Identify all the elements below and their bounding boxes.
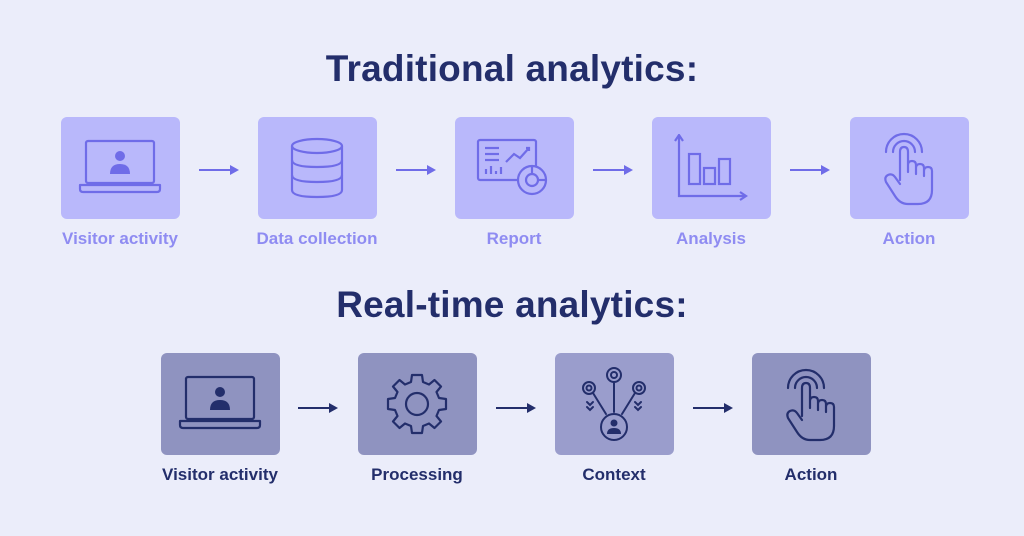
arrow-right-icon (593, 165, 633, 175)
step-label: Context (582, 465, 646, 484)
tap-hand-icon (786, 368, 836, 442)
report-icon (476, 138, 548, 196)
step-box (60, 117, 180, 219)
step-box (751, 353, 871, 455)
step-label: Data collection (256, 229, 378, 248)
realtime-title: Real-time analytics: (336, 284, 688, 325)
step-label: Processing (371, 465, 463, 484)
step-label: Visitor activity (62, 229, 178, 248)
step-box (160, 353, 280, 455)
gear-icon (386, 373, 448, 435)
traditional-step-visitor-activity: Visitor activity (20, 117, 220, 249)
arrow-right-icon (496, 403, 536, 413)
arrow-right-icon (790, 165, 830, 175)
step-label: Visitor activity (162, 465, 278, 484)
step-box (454, 117, 574, 219)
context-network-icon (582, 367, 646, 441)
arrow-right-icon (298, 403, 338, 413)
step-label: Action (882, 229, 936, 248)
bar-chart-icon (674, 134, 748, 201)
traditional-step-data-collection: Data collection (217, 117, 417, 249)
step-box (554, 353, 674, 455)
step-box (357, 353, 477, 455)
realtime-step-context: Context (514, 353, 714, 485)
traditional-title: Traditional analytics: (325, 48, 699, 89)
step-label: Report (486, 229, 542, 248)
arrow-right-icon (199, 165, 239, 175)
laptop-user-icon (178, 375, 262, 430)
arrow-right-icon (693, 403, 733, 413)
realtime-step-action: Action (711, 353, 911, 485)
realtime-step-processing: Processing (317, 353, 517, 485)
step-box (651, 117, 771, 219)
step-label: Analysis (676, 229, 746, 248)
step-box (849, 117, 969, 219)
tap-hand-icon (884, 132, 934, 206)
step-label: Action (784, 465, 838, 484)
traditional-step-report: Report (414, 117, 614, 249)
database-icon (290, 137, 344, 199)
arrow-right-icon (396, 165, 436, 175)
traditional-step-analysis: Analysis (611, 117, 811, 249)
laptop-user-icon (78, 139, 162, 194)
step-box (257, 117, 377, 219)
realtime-step-visitor-activity: Visitor activity (120, 353, 320, 485)
traditional-step-action: Action (809, 117, 1009, 249)
